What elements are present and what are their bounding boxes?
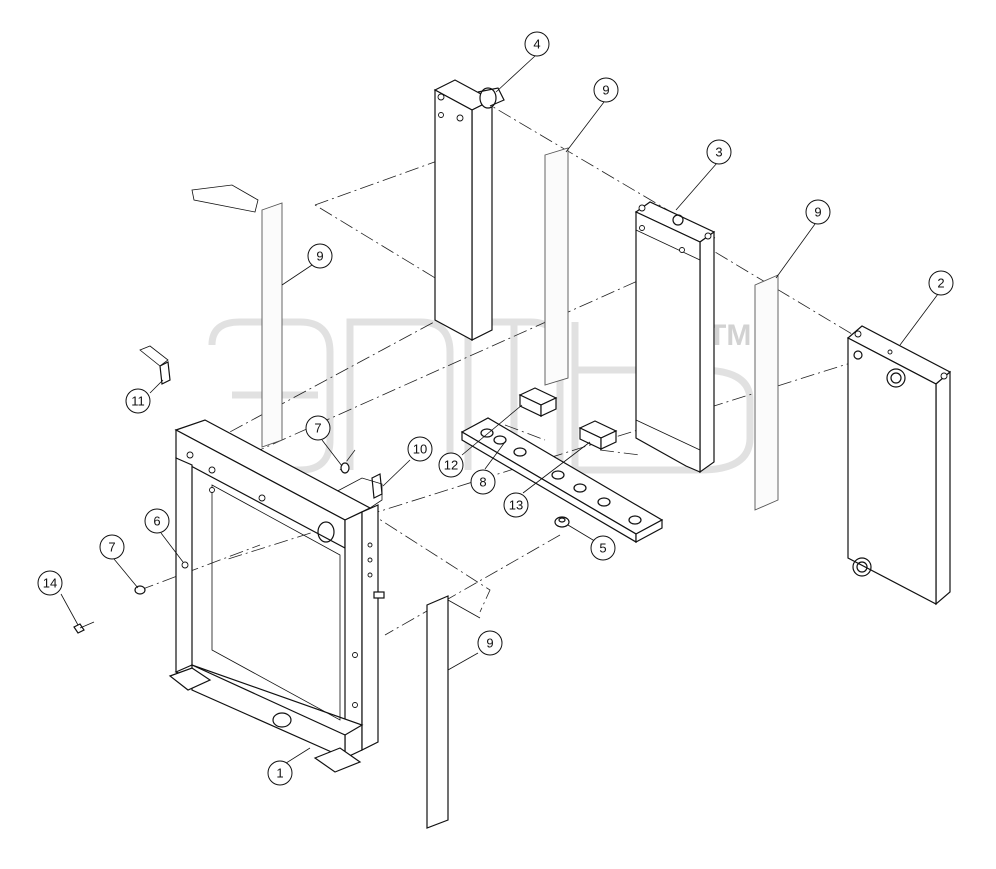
callout-13: 13 xyxy=(503,492,529,518)
callout-13-label: 13 xyxy=(509,498,523,513)
callout-10: 10 xyxy=(407,436,433,462)
callout-11: 11 xyxy=(125,388,151,414)
callout-4: 4 xyxy=(524,31,550,57)
part-bottom-plate xyxy=(460,417,664,544)
callout-5: 5 xyxy=(590,535,616,561)
callout-7-lower-label: 7 xyxy=(108,540,115,555)
callout-8: 8 xyxy=(470,469,496,495)
callout-7-lower: 7 xyxy=(99,534,125,560)
callout-9-left-label: 9 xyxy=(316,249,323,264)
part-nut xyxy=(554,516,570,528)
callout-2: 2 xyxy=(928,270,954,296)
callout-9-top: 9 xyxy=(593,77,619,103)
callout-9-left: 9 xyxy=(307,243,333,269)
callout-12-label: 12 xyxy=(444,458,458,473)
callout-9-bottom: 9 xyxy=(477,630,503,656)
callout-1: 1 xyxy=(267,760,293,786)
part-fasteners xyxy=(73,462,350,634)
callout-8-label: 8 xyxy=(479,475,486,490)
part-gaskets xyxy=(191,147,779,829)
part-oil-cooler xyxy=(634,201,716,474)
alignment-lines xyxy=(139,97,863,636)
watermark-trademark: TM xyxy=(708,319,751,352)
callout-3-label: 3 xyxy=(715,145,722,160)
callout-4-label: 4 xyxy=(533,37,540,52)
callout-5-label: 5 xyxy=(599,541,606,556)
callout-6: 6 xyxy=(144,508,170,534)
leader-lines xyxy=(60,55,939,766)
callout-7-upper-label: 7 xyxy=(314,421,321,436)
callout-14: 14 xyxy=(37,570,63,596)
callout-12: 12 xyxy=(438,452,464,478)
callout-6-label: 6 xyxy=(153,514,160,529)
part-small-blocks xyxy=(139,345,618,521)
callout-14-label: 14 xyxy=(43,576,57,591)
callout-2-label: 2 xyxy=(937,276,944,291)
callout-10-label: 10 xyxy=(413,442,427,457)
callout-11-label: 11 xyxy=(131,394,145,409)
part-upper-tank xyxy=(433,79,505,342)
callout-1-label: 1 xyxy=(276,766,283,781)
part-radiator-core xyxy=(846,325,952,606)
callout-9-top-label: 9 xyxy=(602,83,609,98)
part-main-frame xyxy=(168,419,385,773)
callout-9-bottom-label: 9 xyxy=(486,636,493,651)
callout-9-right: 9 xyxy=(805,199,831,225)
callout-7-upper: 7 xyxy=(305,415,331,441)
callout-3: 3 xyxy=(706,139,732,165)
callout-9-right-label: 9 xyxy=(814,205,821,220)
